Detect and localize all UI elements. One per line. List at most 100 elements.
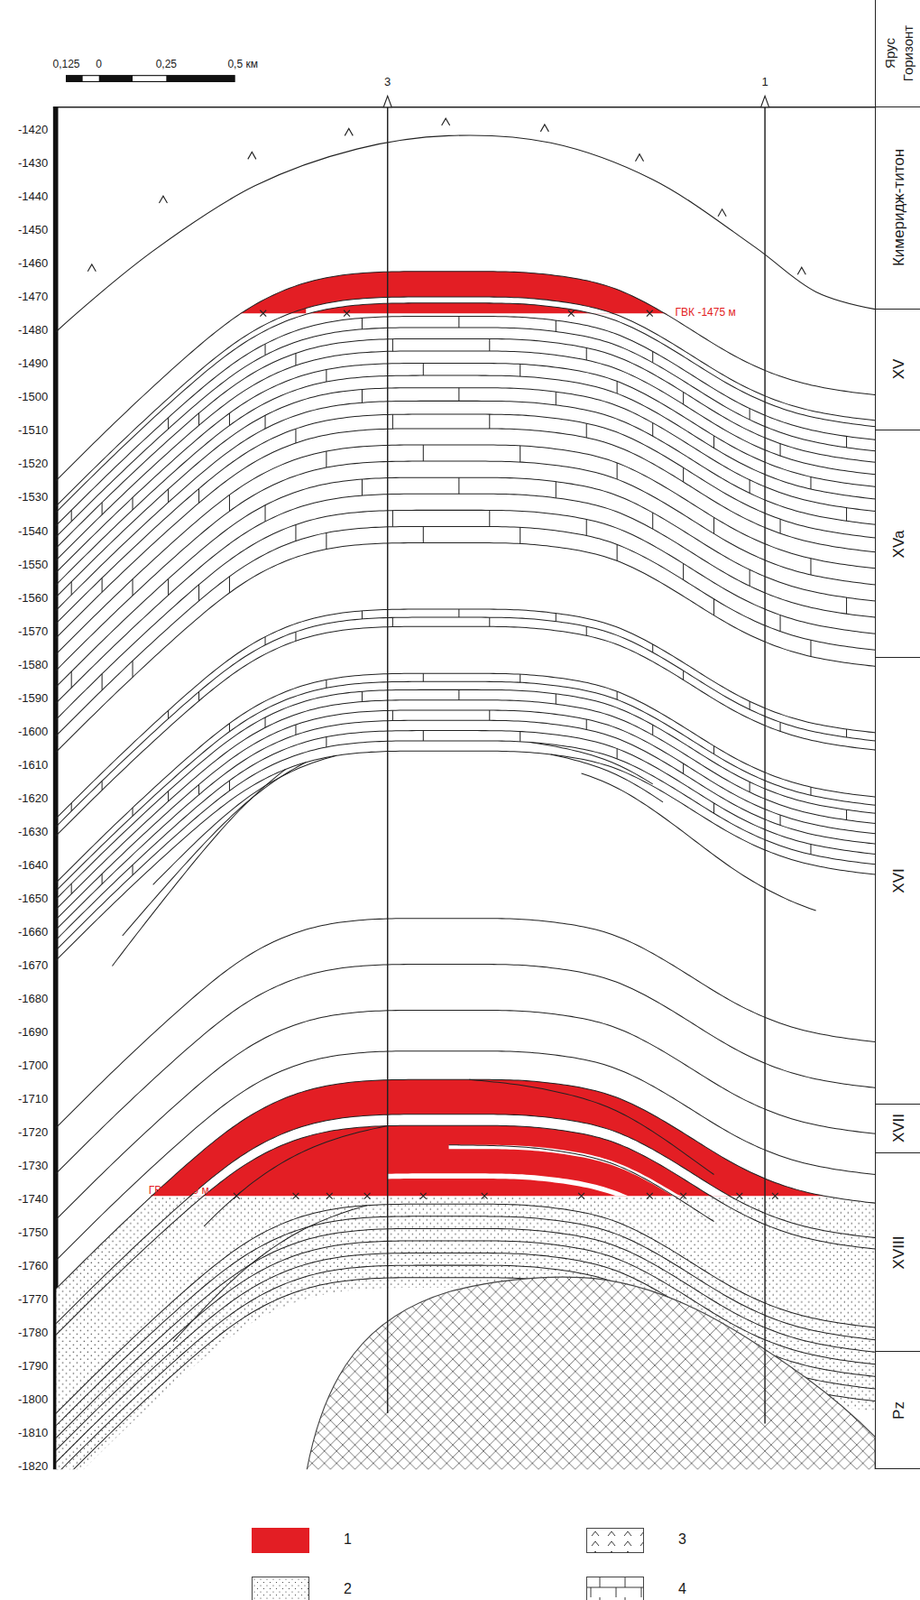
limestone-tick xyxy=(586,347,588,360)
limestone-tick xyxy=(71,671,73,688)
legend-sample xyxy=(252,1576,308,1600)
legend-pattern xyxy=(587,1527,643,1552)
depth-label: -1720 xyxy=(18,1125,48,1138)
limestone-tick xyxy=(652,644,654,653)
column-heading: Горизонт xyxy=(901,25,915,82)
shale-break xyxy=(449,1144,715,1196)
limestone-tick xyxy=(780,443,782,457)
depth-label: -1450 xyxy=(18,223,48,236)
depth-label: -1690 xyxy=(18,1025,48,1038)
limestone-tick xyxy=(167,709,169,718)
limestone-tick xyxy=(229,780,230,791)
limestone-tick xyxy=(71,581,73,596)
limestone-tick xyxy=(458,387,460,402)
limestone-tick xyxy=(749,781,751,792)
limestone-tick xyxy=(361,389,363,404)
stratigraphic-unit: XVIII xyxy=(890,1234,906,1269)
limestone-tick xyxy=(132,579,134,596)
depth-label: -1600 xyxy=(18,725,48,737)
pinch-out xyxy=(530,742,654,784)
legend-swatch xyxy=(586,1575,644,1600)
limestone-tick xyxy=(198,584,200,601)
limestone-tick xyxy=(809,843,811,854)
stratigraphic-unit: XVa xyxy=(890,529,906,558)
stratigraphic-unit: XV xyxy=(890,358,906,380)
depth-axis xyxy=(53,107,59,1470)
limestone-tick xyxy=(488,414,490,429)
legend-swatch xyxy=(586,1527,644,1553)
limestone-tick xyxy=(265,636,267,645)
bed-boundary xyxy=(55,387,875,612)
gwc-mark xyxy=(293,1192,300,1199)
limestone-tick xyxy=(265,343,267,355)
limestone-tick xyxy=(325,532,327,549)
stratigraphic-unit: Pz xyxy=(890,1400,906,1419)
strata xyxy=(55,271,875,1469)
limestone-tick xyxy=(71,802,73,811)
limestone-tick xyxy=(682,392,684,405)
gwc-mark xyxy=(343,310,350,317)
legend-sample xyxy=(587,1527,643,1552)
anhydrite-symbol xyxy=(717,209,727,217)
legend-swatch xyxy=(251,1575,309,1600)
limestone-tick xyxy=(229,413,230,426)
limestone-tick xyxy=(167,578,169,595)
bed-boundary xyxy=(55,750,875,975)
well-line xyxy=(386,101,388,1413)
limestone-tick xyxy=(488,509,490,526)
limestone-tick xyxy=(167,417,169,429)
column-heading: Ярус xyxy=(882,37,896,69)
depth-label: -1430 xyxy=(18,156,48,169)
depth-label: -1420 xyxy=(18,123,48,136)
depth-label: -1480 xyxy=(18,323,48,336)
bed-boundary xyxy=(55,296,875,521)
limestone-tick xyxy=(488,709,490,720)
limestone-tick xyxy=(265,505,267,522)
limestone-tick xyxy=(519,673,521,682)
pinch-out xyxy=(581,772,817,911)
bed-boundary xyxy=(55,918,875,1142)
limestone-tick xyxy=(616,462,618,479)
limestone-tick xyxy=(392,339,394,352)
limestone-tick xyxy=(780,814,782,825)
scale-label: 0,25 xyxy=(156,58,177,70)
horizon-line xyxy=(55,135,875,348)
pinch-out xyxy=(449,1144,715,1222)
limestone-tick xyxy=(749,700,751,709)
bed-boundary xyxy=(55,460,875,685)
limestone-tick xyxy=(749,569,751,586)
pinch-out xyxy=(469,1078,714,1174)
limestone-tick xyxy=(132,496,134,510)
limestone-tick xyxy=(682,763,684,773)
anhydrite-symbol xyxy=(540,124,549,132)
limestone-tick xyxy=(167,791,169,801)
limestone-tick xyxy=(809,476,811,489)
limestone-tick xyxy=(361,610,363,619)
limestone-tick xyxy=(616,748,618,759)
depth-label: -1470 xyxy=(18,290,48,303)
scale-bar-frame xyxy=(66,75,236,83)
stratigraphic-unit: Кимеридж-титон xyxy=(890,148,906,267)
shale-break xyxy=(387,1172,654,1196)
limestone-tick xyxy=(101,780,103,790)
scale-bar xyxy=(66,75,236,83)
limestone-tick xyxy=(652,512,654,529)
limestone-tick xyxy=(555,613,557,622)
well-head xyxy=(761,95,770,107)
depth-label: -1640 xyxy=(18,858,48,871)
gwc-mark xyxy=(646,310,654,317)
depth-label: -1790 xyxy=(18,1359,48,1371)
limestone-tick xyxy=(423,363,424,377)
legend-sample xyxy=(587,1576,643,1600)
stratigraphic-band: XV xyxy=(874,309,920,432)
limestone-tick xyxy=(846,507,847,522)
gwc-mark xyxy=(364,1192,371,1199)
gwc-mark xyxy=(326,1192,333,1199)
limestone-tick xyxy=(713,802,715,813)
depth-label: -1460 xyxy=(18,257,48,269)
bed-boundary xyxy=(55,327,875,552)
depth-label: -1700 xyxy=(18,1058,48,1071)
limestone-tick xyxy=(458,689,460,700)
depth-label: -1760 xyxy=(18,1259,48,1271)
